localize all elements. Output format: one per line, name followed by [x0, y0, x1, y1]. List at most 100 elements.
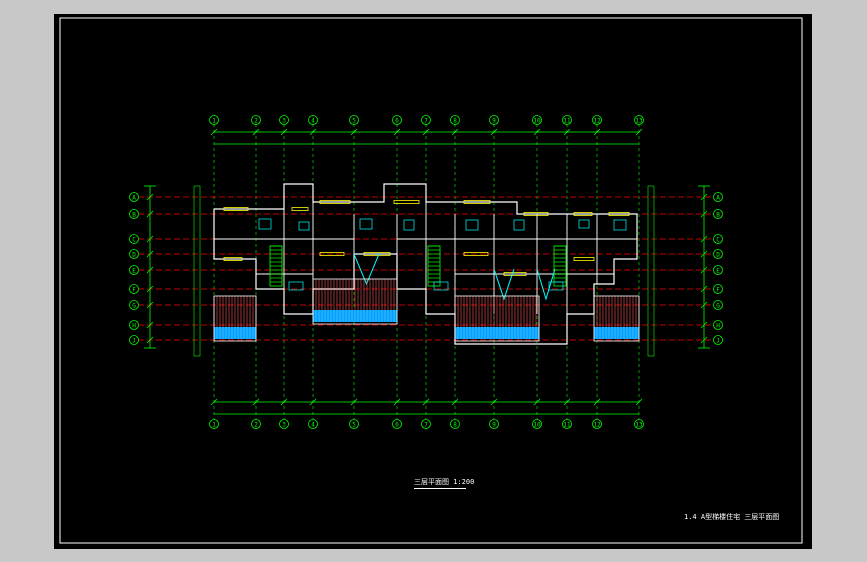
side-pier — [193, 185, 201, 357]
axis-bubble-right — [713, 284, 723, 294]
axis-bubble-left-label: B — [132, 212, 136, 219]
dim-tick — [700, 250, 708, 258]
axis-bubble-right — [713, 192, 723, 202]
axis-bubble-bottom — [489, 419, 499, 429]
dim-tick — [635, 128, 643, 136]
dim-tick — [700, 285, 708, 293]
balcony-outline — [593, 295, 640, 342]
dim-tick — [700, 235, 708, 243]
dim-tick — [635, 398, 643, 406]
fixture — [513, 219, 525, 231]
dim-tick — [422, 128, 430, 136]
axis-bubble-top — [251, 115, 261, 125]
dim-tick — [700, 193, 708, 201]
title-block-text: 1.4 A型梯楼住宅 三层平面图 — [684, 513, 780, 521]
dim-tick — [146, 266, 154, 274]
window — [573, 257, 595, 261]
dim-tick — [252, 128, 260, 136]
axis-bubble-left-label: H — [132, 323, 136, 330]
dim-tick — [533, 128, 541, 136]
window — [463, 200, 491, 204]
axis-bubble-bottom — [421, 419, 431, 429]
axis-bubble-top — [279, 115, 289, 125]
axis-bubble-right-label: D — [716, 252, 720, 259]
axis-bubble-top-label: 10 — [533, 118, 541, 125]
axis-bubble-top-label: 13 — [635, 118, 643, 125]
fixture — [548, 281, 564, 291]
dim-tick — [700, 321, 708, 329]
axis-bubble-bottom-label: 1 — [212, 422, 216, 429]
axis-bubble-bottom — [349, 419, 359, 429]
axis-bubble-top — [489, 115, 499, 125]
dim-tick — [350, 128, 358, 136]
axis-bubble-right — [713, 265, 723, 275]
axis-bubble-right — [713, 320, 723, 330]
dim-tick — [451, 398, 459, 406]
axis-bubble-bottom-label: 12 — [593, 422, 601, 429]
dim-tick — [563, 398, 571, 406]
dim-tick — [422, 398, 430, 406]
window-notch — [493, 268, 515, 301]
axis-bubble-bottom-label: 3 — [282, 422, 286, 429]
plan-caption: 三层平面图 1:200 — [414, 478, 475, 486]
window — [291, 207, 309, 211]
axis-bubble-bottom-label: 9 — [492, 422, 496, 429]
axis-bubble-right-label: G — [716, 303, 720, 310]
axis-bubble-bottom — [562, 419, 572, 429]
window — [393, 200, 420, 204]
dim-tick — [146, 250, 154, 258]
axis-bubble-right-label: J — [716, 338, 720, 345]
axis-bubble-left-label: J — [132, 338, 136, 345]
axis-bubble-top-label: 8 — [453, 118, 457, 125]
dim-tick — [280, 128, 288, 136]
dim-tick — [210, 398, 218, 406]
dim-tick — [700, 336, 708, 344]
dim-tick — [563, 128, 571, 136]
axis-bubble-left — [129, 284, 139, 294]
axis-bubble-top — [209, 115, 219, 125]
sheet-border — [59, 17, 803, 544]
window — [363, 252, 391, 256]
dim-tick — [700, 301, 708, 309]
dim-tick — [146, 301, 154, 309]
fixture — [578, 219, 590, 229]
axis-bubble-right — [713, 234, 723, 244]
balcony-outline — [312, 278, 398, 325]
axis-bubble-right-label: A — [716, 195, 720, 202]
axis-bubble-top — [532, 115, 542, 125]
dim-tick — [146, 235, 154, 243]
axis-bubble-right — [713, 335, 723, 345]
axis-bubble-top — [392, 115, 402, 125]
axis-bubble-right — [713, 209, 723, 219]
axis-bubble-left — [129, 265, 139, 275]
axis-bubble-right-label: E — [716, 268, 720, 275]
window-notch — [536, 268, 556, 301]
dim-tick — [451, 128, 459, 136]
axis-bubble-left-label: C — [132, 237, 136, 244]
axis-bubble-left — [129, 249, 139, 259]
dim-tick — [210, 128, 218, 136]
axis-bubble-left — [129, 335, 139, 345]
axis-bubble-top-label: 1 — [212, 118, 216, 125]
fixture — [258, 218, 272, 230]
axis-bubble-top-label: 6 — [395, 118, 399, 125]
axis-bubble-top-label: 4 — [311, 118, 315, 125]
dim-tick — [350, 398, 358, 406]
axis-bubble-bottom — [532, 419, 542, 429]
axis-bubble-top — [634, 115, 644, 125]
side-pier — [647, 185, 655, 357]
axis-bubble-bottom-label: 10 — [533, 422, 541, 429]
axis-bubble-left — [129, 209, 139, 219]
axis-bubble-bottom-label: 8 — [453, 422, 457, 429]
axis-bubble-bottom-label: 7 — [424, 422, 428, 429]
axis-bubble-bottom — [392, 419, 402, 429]
axis-bubble-top-label: 3 — [282, 118, 286, 125]
axis-bubble-bottom-label: 13 — [635, 422, 643, 429]
dim-tick — [700, 266, 708, 274]
dim-tick — [593, 128, 601, 136]
axis-bubble-bottom — [279, 419, 289, 429]
window — [503, 272, 527, 276]
